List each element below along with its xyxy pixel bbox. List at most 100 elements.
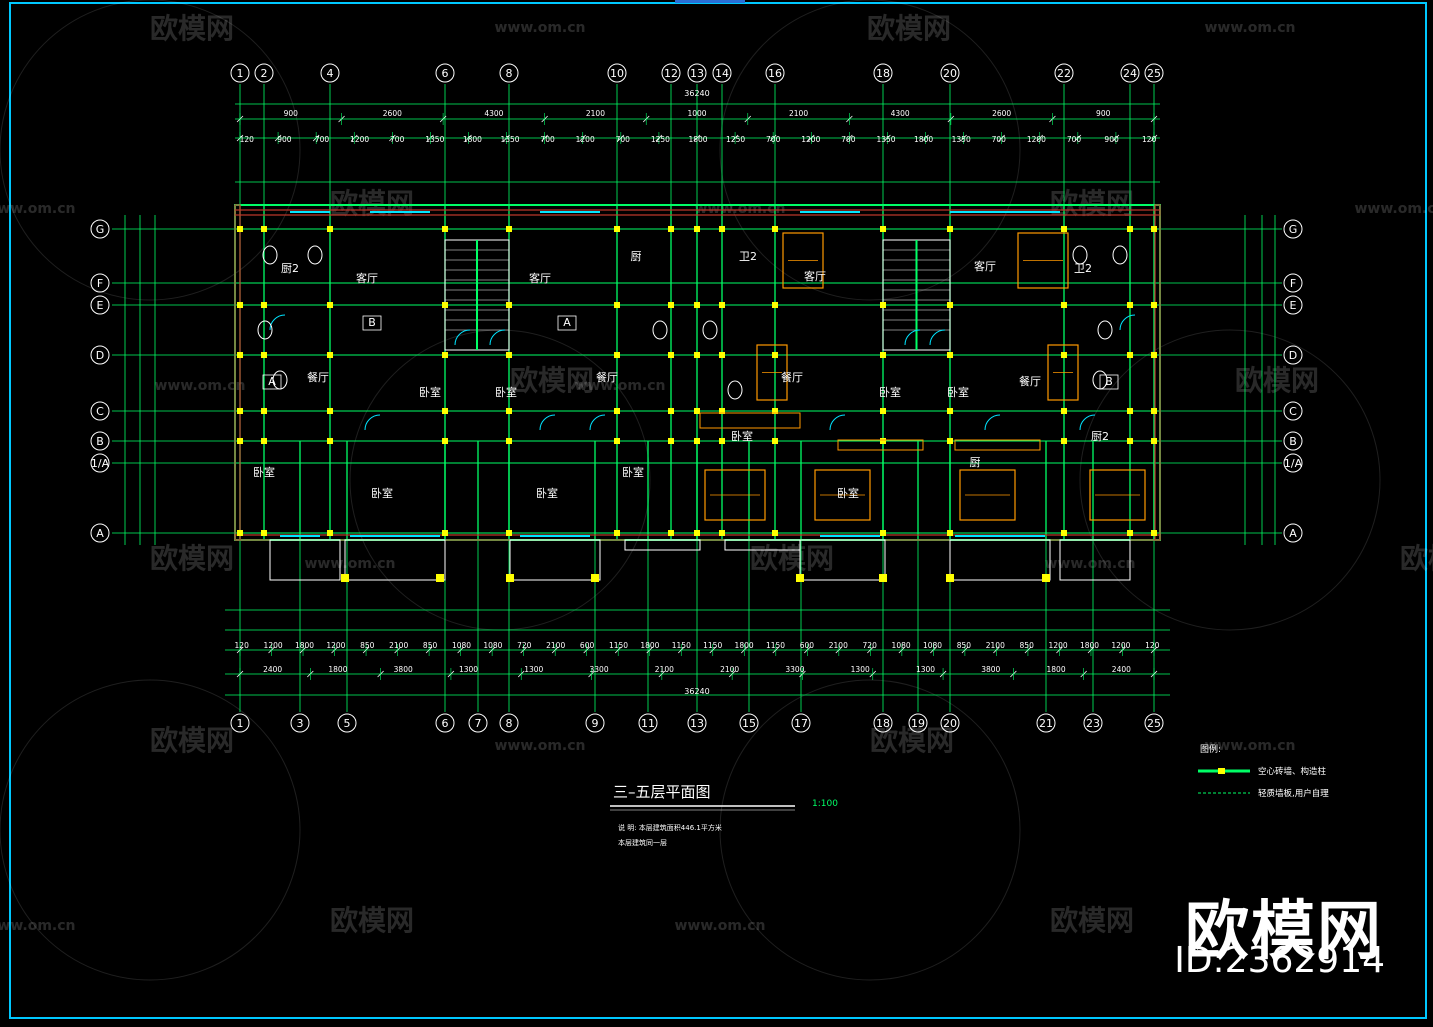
- dimension-value: 600: [580, 641, 595, 650]
- structural-column: [327, 226, 333, 232]
- grid-bubble-circle: [499, 63, 519, 83]
- grid-axis-bubble: 25: [1144, 713, 1164, 733]
- model-id-label: ID:2362914: [1174, 940, 1385, 981]
- grid-bubble-circle: [687, 63, 707, 83]
- grid-axis-bubble: B: [1283, 431, 1303, 451]
- structural-column: [1061, 302, 1067, 308]
- grid-bubble-label: 8: [506, 67, 513, 80]
- legend-title: 图例:: [1200, 743, 1221, 755]
- structural-column: [442, 438, 448, 444]
- structural-column: [614, 352, 620, 358]
- watermark-url-text: www.om.cn: [494, 20, 585, 36]
- grid-bubble-circle: [1283, 523, 1303, 543]
- grid-bubble-label: 14: [715, 67, 729, 80]
- dimension-value: 600: [800, 641, 815, 650]
- dimension-value: 2100: [986, 641, 1005, 650]
- grid-axis-bubble: 5: [337, 713, 357, 733]
- grid-bubble-circle: [765, 63, 785, 83]
- dimension-value: 120: [1142, 135, 1157, 144]
- room-label: 餐厅: [781, 370, 803, 384]
- dimension-value: 700: [315, 135, 330, 144]
- grid-bubble-circle: [1054, 63, 1074, 83]
- door-swing: [269, 314, 286, 331]
- grid-bubble-circle: [1283, 431, 1303, 451]
- structural-column: [1061, 408, 1067, 414]
- structural-column: [327, 530, 333, 536]
- dimension-value: 700: [616, 135, 631, 144]
- structural-column: [1061, 438, 1067, 444]
- grid-bubble-label: E: [97, 299, 104, 312]
- door-swing: [904, 329, 921, 346]
- structural-column: [1151, 226, 1157, 232]
- dimension-value: 1350: [500, 135, 519, 144]
- room-label: 卧室: [253, 465, 275, 479]
- grid-axis-bubble: 11: [638, 713, 658, 733]
- room-tag-box: [557, 315, 577, 331]
- dimension-value: 1150: [609, 641, 628, 650]
- grid-bubble-circle: [940, 63, 960, 83]
- balcony-outline: [1059, 539, 1131, 581]
- structural-column: [1151, 530, 1157, 536]
- grid-bubble-circle: [1283, 295, 1303, 315]
- dimension-value: 120: [235, 641, 250, 650]
- grid-bubble-circle: [1144, 63, 1164, 83]
- dimension-value: 900: [284, 109, 299, 118]
- wardrobe-outline: [954, 439, 1041, 451]
- structural-column: [1151, 352, 1157, 358]
- watermark-url-text: www.om.cn: [574, 378, 665, 394]
- grid-bubble-label: 13: [690, 717, 704, 730]
- grid-bubble-circle: [687, 713, 707, 733]
- grid-bubble-circle: [90, 431, 110, 451]
- legend-item-1: 空心砖墙、构造柱: [1258, 766, 1327, 777]
- watermark-circle: [1079, 329, 1381, 631]
- grid-bubble-circle: [1083, 713, 1103, 733]
- structural-column: [327, 438, 333, 444]
- drawing-scale: 1:100: [812, 799, 838, 809]
- dimension-value: 2100: [546, 641, 565, 650]
- structural-column: [668, 226, 674, 232]
- watermark-logo-text: 欧模网: [1235, 364, 1319, 397]
- structural-column: [694, 302, 700, 308]
- room-labels: 客厅客厅客厅客厅餐厅餐厅餐厅餐厅卧室卧室卧室卧室卧室卧室卧室卧室卧室卧室厨厨2厨…: [253, 250, 1119, 500]
- dimension-value: 1800: [1047, 665, 1066, 674]
- dimension-value: 2600: [383, 109, 402, 118]
- dimension-value: 1300: [916, 665, 935, 674]
- structural-column: [442, 530, 448, 536]
- structural-column: [1061, 530, 1067, 536]
- structural-column: [506, 302, 512, 308]
- grid-axis-bubble: D: [90, 345, 110, 365]
- dimension-value: 1200: [326, 641, 345, 650]
- structural-column: [668, 408, 674, 414]
- grid-bubble-label: 7: [475, 717, 482, 730]
- grid-bubble-label: 5: [344, 717, 351, 730]
- grid-bubble-label: 25: [1147, 67, 1161, 80]
- dimension-value: 3800: [981, 665, 1000, 674]
- grid-bubble-circle: [661, 63, 681, 83]
- structural-column: [442, 302, 448, 308]
- grid-axis-bubble: 10: [607, 63, 627, 83]
- legend-item-2: 轻质墙板,用户自理: [1258, 788, 1329, 799]
- grid-axis-bubble: 19: [908, 713, 928, 733]
- room-label: 客厅: [356, 271, 378, 285]
- dimension-value: 1800: [914, 135, 933, 144]
- dimension-value: 1350: [425, 135, 444, 144]
- structural-column: [772, 226, 778, 232]
- structural-column: [668, 530, 674, 536]
- dimension-value: 1200: [1111, 641, 1130, 650]
- grid-bubble-circle: [1283, 273, 1303, 293]
- dimension-value: 2100: [586, 109, 605, 118]
- grid-bubble-label: 25: [1147, 717, 1161, 730]
- dimension-value: 700: [390, 135, 405, 144]
- room-label: 卧室: [837, 486, 859, 500]
- structural-column: [1127, 302, 1133, 308]
- grid-axis-bubble: 6: [435, 63, 455, 83]
- grid-axis-bubble: 13: [687, 63, 707, 83]
- grid-bubble-label: 10: [610, 67, 624, 80]
- grid-axis-bubble: 7: [468, 713, 488, 733]
- structural-column: [947, 438, 953, 444]
- structural-column: [947, 530, 953, 536]
- watermark-logo-text: 欧模网: [1400, 542, 1433, 575]
- dimension-value: 1200: [1049, 641, 1068, 650]
- dimension-value: 1800: [1080, 641, 1099, 650]
